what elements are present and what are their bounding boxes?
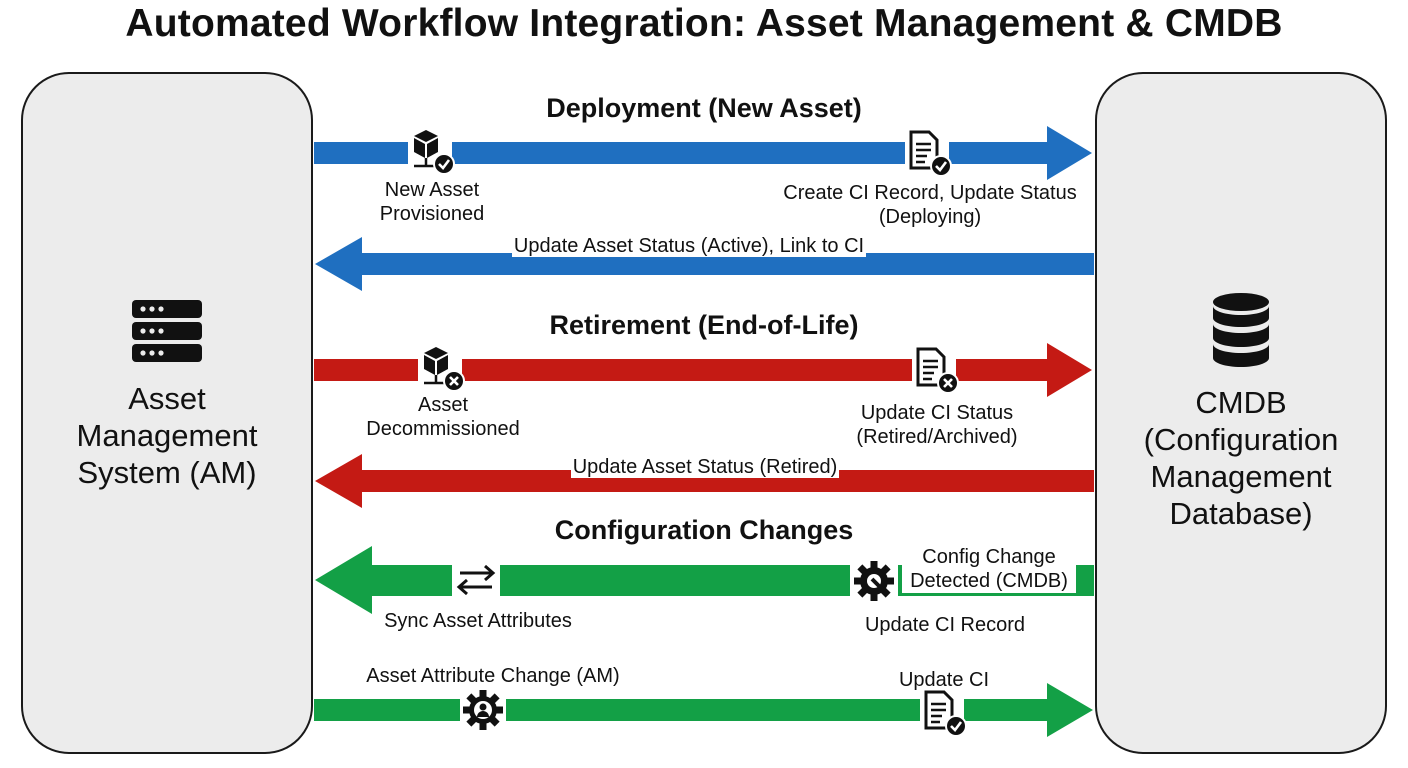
config-sync-arrow — [315, 546, 1094, 614]
new-asset-provisioned-label: New Asset Provisioned — [379, 179, 485, 225]
config-change-detected-label: Config Change Detected (CMDB) — [902, 545, 1076, 593]
gear-wrench-icon — [850, 558, 898, 604]
asset-attribute-change-label: Asset Attribute Change (AM) — [366, 665, 620, 687]
sync-asset-attributes-label: Sync Asset Attributes — [384, 610, 572, 632]
document-check-icon — [920, 688, 967, 737]
configuration-title: Configuration Changes — [554, 515, 854, 545]
retirement-return-arrow — [315, 454, 1094, 508]
database-icon — [1213, 293, 1269, 367]
cmdb-label: CMDB (Configuration Management Database) — [1143, 385, 1339, 531]
update-ci-record-label: Update CI Record — [864, 614, 1026, 636]
create-ci-record-label: Create CI Record, Update Status (Deployi… — [783, 182, 1077, 228]
server-stack-icon — [132, 300, 202, 362]
update-ci-status-label: Update CI Status (Retired/Archived) — [856, 402, 1018, 448]
config-am-change-arrow — [314, 683, 1093, 737]
asset-decommissioned-label: Asset Decommissioned — [366, 394, 520, 440]
retirement-return-label: Update Asset Status (Retired) — [570, 456, 840, 478]
deployment-return-label: Update Asset Status (Active), Link to CI — [511, 235, 867, 257]
asset-management-system-label: Asset Management System (AM) — [76, 381, 258, 490]
retirement-forward-arrow — [314, 343, 1092, 397]
page-title: Automated Workflow Integration: Asset Ma… — [125, 2, 1283, 45]
document-check-icon — [905, 128, 952, 177]
asset-management-system-box: Asset Management System (AM) — [21, 72, 313, 754]
gear-user-icon — [460, 688, 506, 732]
box-x-icon — [418, 345, 465, 392]
update-ci-label: Update CI — [898, 669, 990, 691]
deployment-forward-arrow — [314, 126, 1092, 180]
retirement-title: Retirement (End-of-Life) — [549, 310, 859, 340]
sync-arrows-icon — [452, 560, 500, 600]
deployment-title: Deployment (New Asset) — [546, 93, 862, 123]
deployment-return-arrow — [315, 237, 1094, 291]
document-x-icon — [912, 345, 959, 394]
box-check-icon — [408, 128, 455, 175]
cmdb-box: CMDB (Configuration Management Database) — [1095, 72, 1387, 754]
